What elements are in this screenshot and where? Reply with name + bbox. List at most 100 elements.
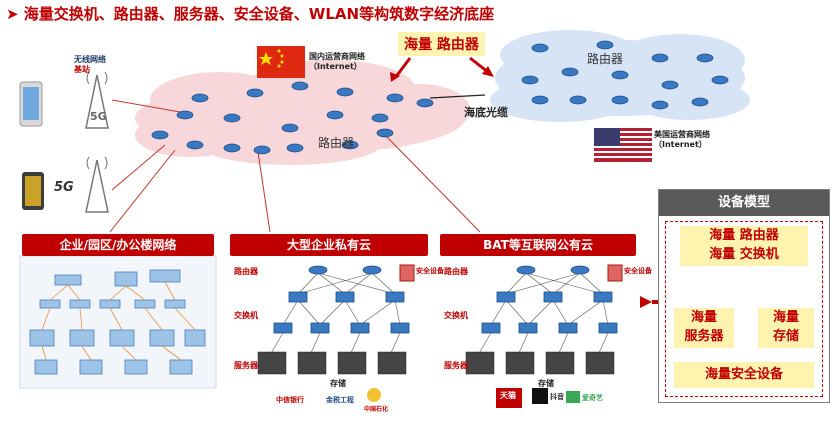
- model-switch-label: 海量 交换机: [709, 247, 779, 262]
- model-server-box: 海量 服务器: [674, 308, 734, 348]
- submarine-cable-label: 海底光缆: [464, 106, 508, 119]
- router-icon: [521, 75, 539, 85]
- switch-icon: [335, 291, 355, 303]
- model-server-line2: 服务器: [684, 329, 724, 344]
- router-icon: [651, 100, 669, 110]
- usa-network-label-line2: （Internet）: [654, 140, 707, 149]
- router-icon: [376, 128, 394, 138]
- private-row-router: 路由器: [234, 267, 258, 276]
- router-icon: [416, 98, 434, 108]
- callout-arrow-left: [393, 57, 412, 79]
- switch-icon: [558, 322, 578, 334]
- model-router-label: 海量 路由器: [709, 228, 779, 243]
- left-cloud-routers: [151, 81, 434, 155]
- router-icon: [386, 93, 404, 103]
- china-network-label-line2: （Internet）: [309, 62, 362, 71]
- title-arrow-icon: ➤: [6, 5, 24, 23]
- server-rack-icon: [505, 351, 535, 375]
- public-row-server: 服务器: [444, 361, 468, 370]
- enterprise-links: [41, 281, 196, 361]
- router-icon: [596, 40, 614, 50]
- oil-logo-icon: [367, 388, 381, 402]
- callout-arrow-right: [469, 56, 489, 74]
- china-network-label-line1: 国内运营商网络: [309, 52, 365, 61]
- switch-icon: [288, 291, 308, 303]
- engineering-logo: 金税工程: [326, 396, 354, 404]
- title-text: 海量交换机、路由器、服务器、安全设备、WLAN等构筑数字经济底座: [23, 5, 495, 23]
- router-icon: [291, 81, 309, 91]
- submarine-link: [429, 94, 486, 99]
- router-icon: [223, 143, 241, 153]
- equipment-model-header: 设备模型: [659, 190, 829, 216]
- router-icon: [191, 93, 209, 103]
- public-row-router: 路由器: [444, 267, 468, 276]
- public-row-switch: 交换机: [444, 311, 468, 320]
- firewall-icon: [607, 264, 623, 282]
- router-icon: [281, 123, 299, 133]
- callout-arrowhead-right: [482, 66, 494, 77]
- private-security-label: 安全设备: [416, 267, 444, 275]
- tower-5g-icon: [85, 71, 109, 129]
- router-icon: [531, 43, 549, 53]
- router-icon: [570, 265, 590, 275]
- model-security-box: 海量安全设备: [674, 362, 814, 388]
- private-cloud-topology: [257, 264, 415, 375]
- router-icon: [223, 113, 241, 123]
- firewall-icon: [399, 264, 415, 282]
- server-rack-icon: [465, 351, 495, 375]
- server-rack-icon: [297, 351, 327, 375]
- smartphone-icon: [19, 81, 43, 127]
- switch-icon: [385, 291, 405, 303]
- left-cloud: [135, 60, 470, 165]
- oil-logo: 中国石化: [364, 406, 389, 413]
- model-storage-line2: 存储: [772, 329, 799, 344]
- page-title: ➤ 海量交换机、路由器、服务器、安全设备、WLAN等构筑数字经济底座: [6, 3, 494, 24]
- switch-icon: [496, 291, 516, 303]
- router-icon: [569, 95, 587, 105]
- model-router-switch-box: 海量 路由器 海量 交换机: [680, 226, 808, 266]
- model-server-line1: 海量: [690, 310, 717, 325]
- usa-network-label-line1: 美国运营商网络: [654, 130, 710, 139]
- link-line: [111, 99, 181, 113]
- link-line: [384, 134, 481, 233]
- link-line: [257, 151, 271, 233]
- router-icon: [341, 140, 359, 150]
- model-arrow-icon: [640, 296, 652, 308]
- wireless-label-line2: 基站: [74, 65, 90, 74]
- public-cloud-topology: [465, 264, 623, 375]
- right-cloud-label: 路由器: [587, 52, 624, 66]
- switch-icon: [273, 322, 293, 334]
- router-icon: [651, 53, 669, 63]
- switch-icon: [310, 322, 330, 334]
- server-rack-icon: [377, 351, 407, 375]
- router-icon: [661, 80, 679, 90]
- router-icon: [611, 95, 629, 105]
- server-rack-icon: [585, 351, 615, 375]
- server-rack-icon: [257, 351, 287, 375]
- server-rack-icon: [337, 351, 367, 375]
- private-storage-label: 存储: [330, 379, 346, 388]
- tmall-logo-icon: [496, 388, 522, 408]
- switch-icon: [481, 322, 501, 334]
- router-icon: [371, 113, 389, 123]
- router-icon: [326, 110, 344, 120]
- wireless-label: 无线网络 基站: [74, 55, 106, 75]
- router-icon: [516, 265, 536, 275]
- link-line: [109, 149, 176, 233]
- router-icon: [561, 67, 579, 77]
- server-rack-icon: [545, 351, 575, 375]
- public-cloud-panel-title: BAT等互联网公有云: [440, 234, 636, 256]
- router-icon: [362, 265, 382, 275]
- china-network-label: 国内运营商网络 （Internet）: [309, 52, 365, 72]
- router-icon: [176, 110, 194, 120]
- iqiyi-logo: 爱奇艺: [582, 394, 603, 402]
- switch-icon: [350, 322, 370, 334]
- right-cloud-routers: [521, 40, 729, 110]
- link-line: [111, 144, 166, 191]
- private-cloud-panel-title: 大型企业私有云: [230, 234, 428, 256]
- usa-flag: [594, 128, 652, 162]
- switch-icon: [598, 322, 618, 334]
- router-icon: [186, 140, 204, 150]
- equipment-model-inner: 海量 路由器 海量 交换机 海量 服务器 海量 存储 海量安全设备: [665, 221, 823, 397]
